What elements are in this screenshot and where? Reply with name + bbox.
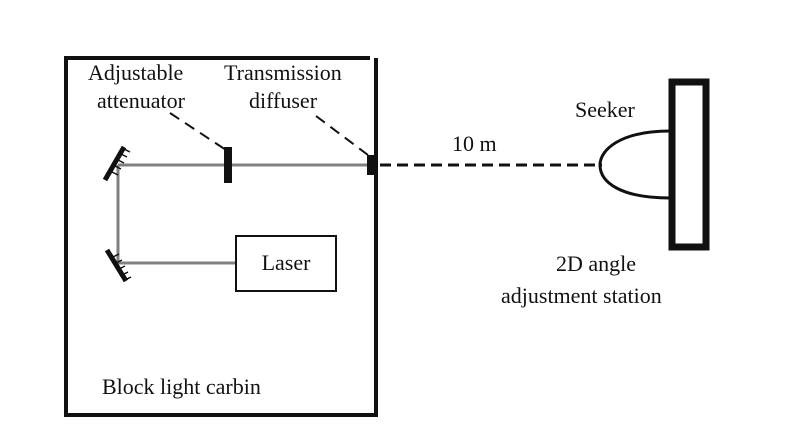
distance-label: 10 m [452,131,497,156]
attenuator-element [224,147,232,183]
upper-mirror [102,145,131,182]
diffuser-label: diffuser [249,88,318,113]
adjustment-station [668,78,710,251]
station-label-line1: 2D angle [556,251,636,276]
cabin-enclosure [64,56,378,417]
diffuser-leader [315,115,369,156]
attenuator-leader [169,112,227,151]
station-label-line2: adjustment station [501,283,662,308]
cabin-label: Block light carbin [102,374,261,399]
beam-path [116,163,370,265]
diffuser-element [367,155,377,175]
laser-box [235,235,337,292]
laser-label: Laser [262,250,312,275]
seeker-label: Seeker [575,97,636,122]
attenuator-label: attenuator [97,88,186,113]
adjustable-label: Adjustable [88,60,183,85]
transmission-label: Transmission [224,60,342,85]
seeker-dome [598,129,671,200]
lower-mirror [104,248,132,283]
